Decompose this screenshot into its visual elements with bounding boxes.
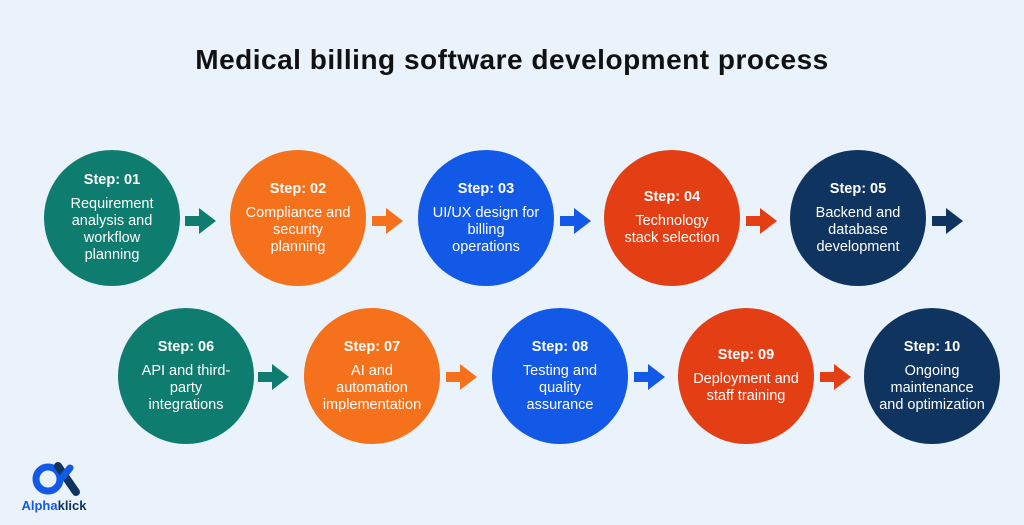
step-description: UI/UX design for billing operations xyxy=(432,204,540,255)
step-circle-05: Step: 05 Backend and database developmen… xyxy=(790,150,926,286)
page-title: Medical billing software development pro… xyxy=(195,44,829,75)
step-circle-04: Step: 04 Technology stack selection xyxy=(604,150,740,286)
step-description: Testing and quality assurance xyxy=(522,362,598,413)
step-description: Technology stack selection xyxy=(624,213,720,246)
arrow-right-icon xyxy=(185,208,216,234)
step-number: Step: 07 xyxy=(343,338,401,355)
step-circle-02: Step: 02 Compliance and security plannin… xyxy=(230,150,366,286)
arrow-right-icon xyxy=(820,364,851,390)
arrow-right-icon xyxy=(258,364,289,390)
step-number: Step: 02 xyxy=(269,180,327,197)
step-circle-01: Step: 01 Requirement analysis and workfl… xyxy=(44,150,180,286)
arrow-right-icon xyxy=(560,208,591,234)
step-description: Backend and database development xyxy=(815,204,901,255)
step-description: Compliance and security planning xyxy=(245,204,351,255)
alphaklick-logo-icon xyxy=(32,462,80,496)
step-circle-09: Step: 09 Deployment and staff training xyxy=(678,308,814,444)
step-description: Deployment and staff training xyxy=(693,371,799,404)
step-circle-03: Step: 03 UI/UX design for billing operat… xyxy=(418,150,554,286)
step-description: Requirement analysis and workflow planni… xyxy=(70,196,154,263)
step-number: Step: 08 xyxy=(531,338,589,355)
step-description: API and third-party integrations xyxy=(141,362,231,413)
step-number: Step: 01 xyxy=(83,172,141,188)
arrow-right-icon xyxy=(932,208,963,234)
logo-text-part-2: klick xyxy=(57,498,87,513)
logo-text: Alphaklick xyxy=(14,498,94,513)
step-number: Step: 04 xyxy=(643,189,701,205)
alphaklick-logo: Alphaklick xyxy=(14,460,94,520)
step-number: Step: 10 xyxy=(903,338,961,355)
step-circle-10: Step: 10 Ongoing maintenance and optimiz… xyxy=(864,308,1000,444)
arrow-right-icon xyxy=(746,208,777,234)
logo-text-part-1: Alpha xyxy=(21,498,58,513)
arrow-right-icon xyxy=(372,208,403,234)
arrow-right-icon xyxy=(446,364,477,390)
step-circle-07: Step: 07 AI and automation implementatio… xyxy=(304,308,440,444)
step-number: Step: 06 xyxy=(157,338,215,355)
arrow-right-icon xyxy=(634,364,665,390)
step-number: Step: 09 xyxy=(717,347,775,363)
step-circle-06: Step: 06 API and third-party integration… xyxy=(118,308,254,444)
step-circle-08: Step: 08 Testing and quality assurance xyxy=(492,308,628,444)
step-description: Ongoing maintenance and optimization xyxy=(879,362,985,413)
step-number: Step: 03 xyxy=(457,180,515,197)
step-description: AI and automation implementation xyxy=(322,362,422,413)
step-number: Step: 05 xyxy=(829,180,887,197)
